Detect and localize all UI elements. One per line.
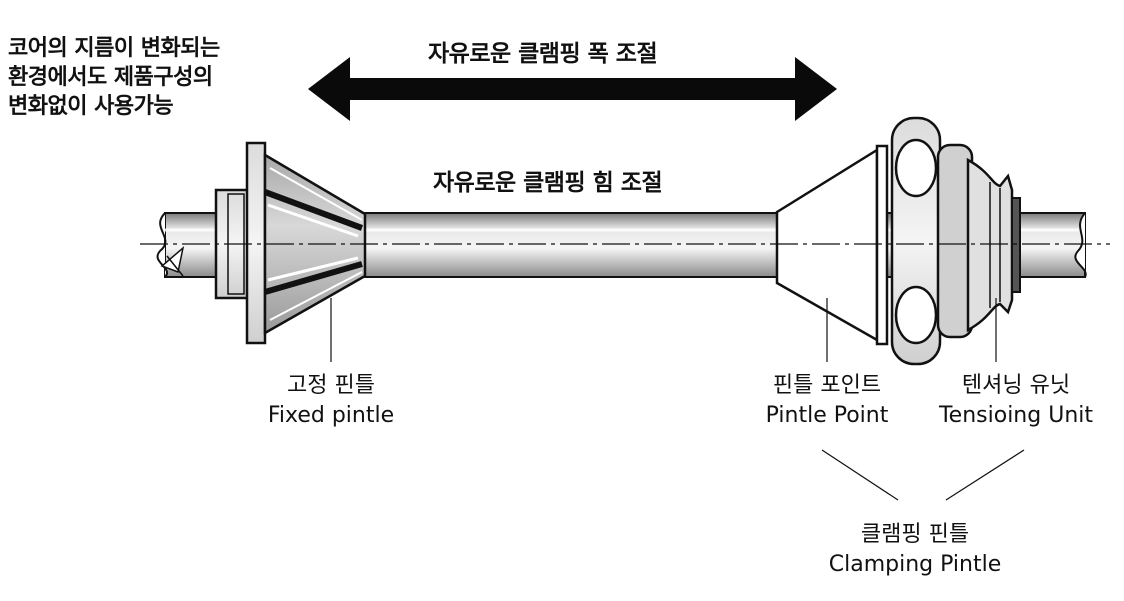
core-diameter-note: 코어의 지름이 변화되는 환경에서도 제품구성의 변화없이 사용가능 xyxy=(8,34,308,121)
note-line: 환경에서도 제품구성의 xyxy=(8,65,213,90)
label-ko: 고정 핀틀 xyxy=(287,373,375,398)
clamping-width-arrow xyxy=(308,57,837,121)
pintle-point xyxy=(775,144,889,346)
pintle-point-label: 핀틀 포인트 Pintle Point xyxy=(742,371,912,431)
fixed-pintle xyxy=(214,141,367,345)
clamping-pintle-label: 클램핑 핀틀 Clamping Pintle xyxy=(795,520,1035,580)
note-line: 코어의 지름이 변화되는 xyxy=(8,36,220,61)
label-en: Fixed pintle xyxy=(267,403,395,428)
force-caption: 자유로운 클램핑 힘 조절 xyxy=(433,170,663,196)
note-line: 변화없이 사용가능 xyxy=(8,94,174,119)
label-ko: 클램핑 핀틀 xyxy=(860,522,970,547)
leader-lines xyxy=(330,298,1025,501)
label-en: Tensioing Unit xyxy=(938,403,1093,428)
tensioning-unit xyxy=(890,116,1021,366)
fixed-pintle-label: 고정 핀틀 Fixed pintle xyxy=(231,371,431,431)
width-caption: 자유로운 클램핑 폭 조절 xyxy=(428,41,658,67)
label-en: Clamping Pintle xyxy=(828,552,1002,577)
label-ko: 텐셔닝 유닛 xyxy=(961,373,1071,398)
tensioning-unit-label: 텐셔닝 유닛 Tensioing Unit xyxy=(918,371,1114,431)
label-en: Pintle Point xyxy=(765,403,889,428)
label-ko: 핀틀 포인트 xyxy=(772,373,882,398)
